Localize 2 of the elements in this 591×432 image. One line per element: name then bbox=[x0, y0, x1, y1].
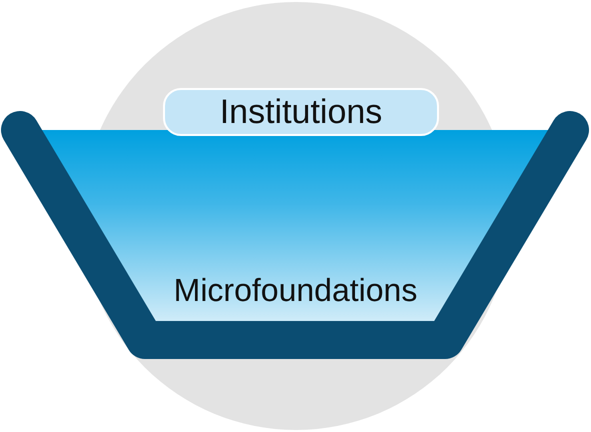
node-label: Microfoundations bbox=[174, 272, 418, 308]
label-pill: Institutions bbox=[163, 88, 439, 136]
